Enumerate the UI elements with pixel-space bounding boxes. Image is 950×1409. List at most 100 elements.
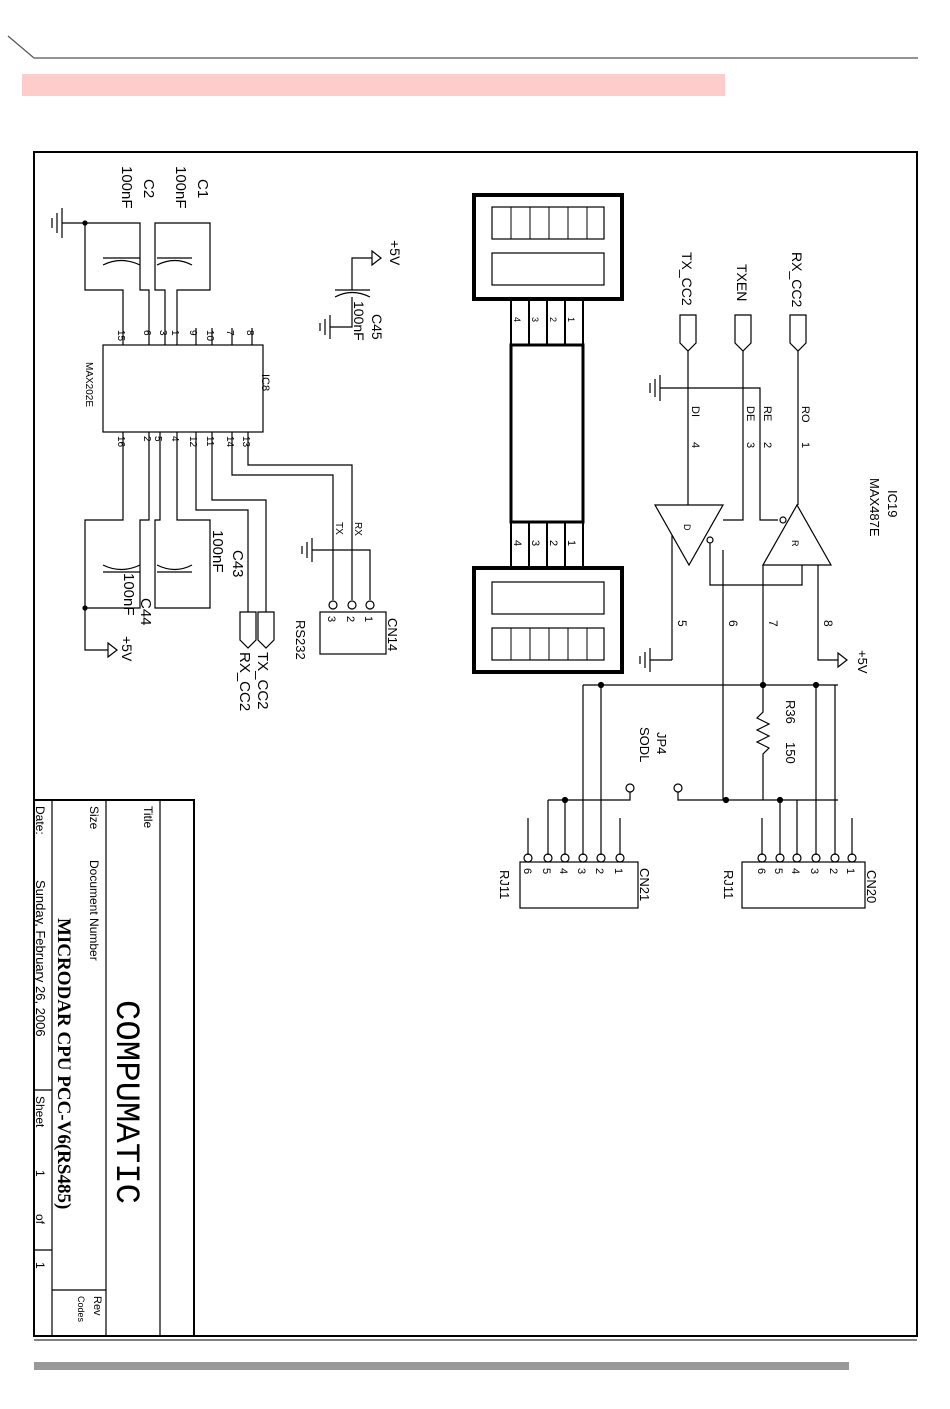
cn20-ref: CN20: [864, 870, 879, 903]
cn21-pin-label: 3: [575, 868, 587, 874]
connector-pin-label: 2: [548, 317, 558, 322]
c2-value: 100nF: [118, 166, 135, 209]
net-tx-cc2-left: TX_CC2: [254, 652, 271, 710]
ic8-pin-label: 4: [169, 436, 180, 442]
cn14-pin-label: 2: [344, 616, 356, 622]
connector-pin-label: 1: [565, 540, 577, 546]
ic19-pin-name: DE: [744, 406, 756, 421]
connector-pin-label: 4: [511, 540, 523, 546]
cn21-body: [519, 861, 639, 909]
cn21-pin-label: 6: [521, 868, 533, 874]
of-label: of: [33, 1214, 47, 1225]
connector-pin-label: 3: [530, 317, 540, 322]
company-name: COMPUMATIC: [106, 1000, 144, 1204]
ic8-pin-label: 14: [224, 436, 235, 448]
net-tx: TX: [333, 522, 344, 535]
ic19-pin-name: RE: [761, 406, 773, 421]
ic19-part: MAX487E: [867, 478, 882, 537]
ic19-pin-number: 7: [766, 620, 780, 627]
c44-ref: C44: [137, 598, 154, 626]
document-number: MICRODAR CPU PCC-V6(RS485): [53, 918, 74, 1209]
c45-value: 100nF: [351, 301, 367, 341]
ic8-pin-label: 16: [115, 436, 126, 448]
ic19-pin-number: 6: [726, 620, 740, 627]
c1-value: 100nF: [172, 166, 189, 209]
header-corner-line: [7, 35, 918, 59]
ic8-body: [102, 344, 264, 433]
ic8-pin-label: 10: [204, 330, 215, 342]
ic8-pin-label: 11: [204, 436, 215, 447]
connector-assembly: [472, 193, 624, 674]
r36-value: 150: [783, 742, 798, 764]
cn20-body: [741, 861, 866, 909]
date-value: Sunday, February 26, 2006: [33, 880, 48, 1037]
ic19-pin-number: 3: [744, 442, 756, 448]
cn14-type: RS232: [293, 620, 308, 660]
ic19-pin-number: 2: [761, 442, 773, 448]
cn14-ref: CN14: [385, 618, 400, 651]
ic8-pin-label: 6: [141, 330, 152, 336]
ic8-pin-label: 1: [169, 330, 180, 336]
ic8-pin-label: 15: [115, 330, 126, 342]
ic8-section: [51, 208, 387, 659]
c1-ref: C1: [194, 179, 211, 198]
ic8-pin-label: 9: [187, 330, 198, 336]
r36-ref: R36: [783, 700, 798, 724]
date-label: Date:: [33, 806, 47, 835]
ic8-pin-label: 7: [224, 330, 235, 336]
net-tx-cc2-right: TX_CC2: [679, 252, 695, 306]
ic19-pin-number: 1: [799, 442, 811, 448]
cn21-ref: CN21: [637, 868, 652, 901]
cn14-pin-label: 1: [362, 616, 374, 622]
cn20-pin-label: 6: [755, 868, 767, 874]
c2-ref: C2: [140, 179, 157, 198]
ic19-pin-number: 5: [675, 620, 689, 627]
header-band: [22, 74, 725, 96]
net-rx-cc2-left: RX_CC2: [236, 652, 253, 711]
cn20-pin-label: 1: [844, 868, 856, 874]
connector-pin-label: 4: [512, 317, 522, 322]
ic19-ref: IC19: [885, 490, 900, 517]
driver-label: D: [682, 524, 692, 531]
cn21-type: RJ11: [497, 870, 512, 899]
rev-label: Rev: [91, 1296, 103, 1316]
cn20-pin-label: 2: [827, 868, 839, 874]
connector-pin-label: 1: [566, 317, 576, 322]
ic8-pin-label: 8: [244, 330, 255, 336]
vcc-label-c45: +5V: [387, 240, 403, 266]
footer-rule: [34, 1362, 849, 1370]
sheet-value: 1: [33, 1170, 47, 1177]
ic19-pin-number: 8: [821, 620, 835, 627]
net-txen: TXEN: [734, 264, 750, 301]
vcc-label-c44: +5V: [119, 636, 135, 662]
vcc-label-ic19: +5V: [855, 650, 870, 674]
ic8-pin-label: 12: [187, 436, 198, 448]
cn21-pin-label: 4: [557, 868, 569, 874]
cn20-pin-label: 5: [772, 868, 784, 874]
cn14-pin-label: 3: [325, 616, 337, 622]
c43-ref: C43: [229, 550, 246, 578]
ic19-pin-name: DI: [689, 406, 701, 417]
cn14-body: [319, 611, 387, 655]
connector-pin-label: 2: [547, 540, 559, 546]
ic8-part: MAX202E: [83, 362, 94, 407]
c45-ref: C45: [369, 314, 385, 340]
ic19-pin-number: 4: [689, 442, 701, 448]
sheet-label: Sheet: [33, 1096, 47, 1128]
ic8-pin-label: 3: [157, 330, 168, 336]
schematic-frame: [33, 151, 918, 1337]
size-label: Size: [87, 806, 101, 830]
docnum-label: Document Number: [87, 860, 101, 961]
c43-value: 100nF: [209, 530, 226, 573]
c44-value: 100nF: [120, 573, 137, 616]
title-block: [33, 799, 195, 1337]
jp4-ref: JP4: [654, 732, 669, 754]
ic19-pin-name: RO: [799, 406, 811, 423]
connector-pin-label: 3: [529, 540, 541, 546]
net-rx: RX: [352, 522, 363, 536]
cn21-pin-label: 5: [540, 868, 552, 874]
net-rx-cc2-right: RX_CC2: [789, 252, 805, 307]
receiver-label: R: [790, 540, 800, 547]
